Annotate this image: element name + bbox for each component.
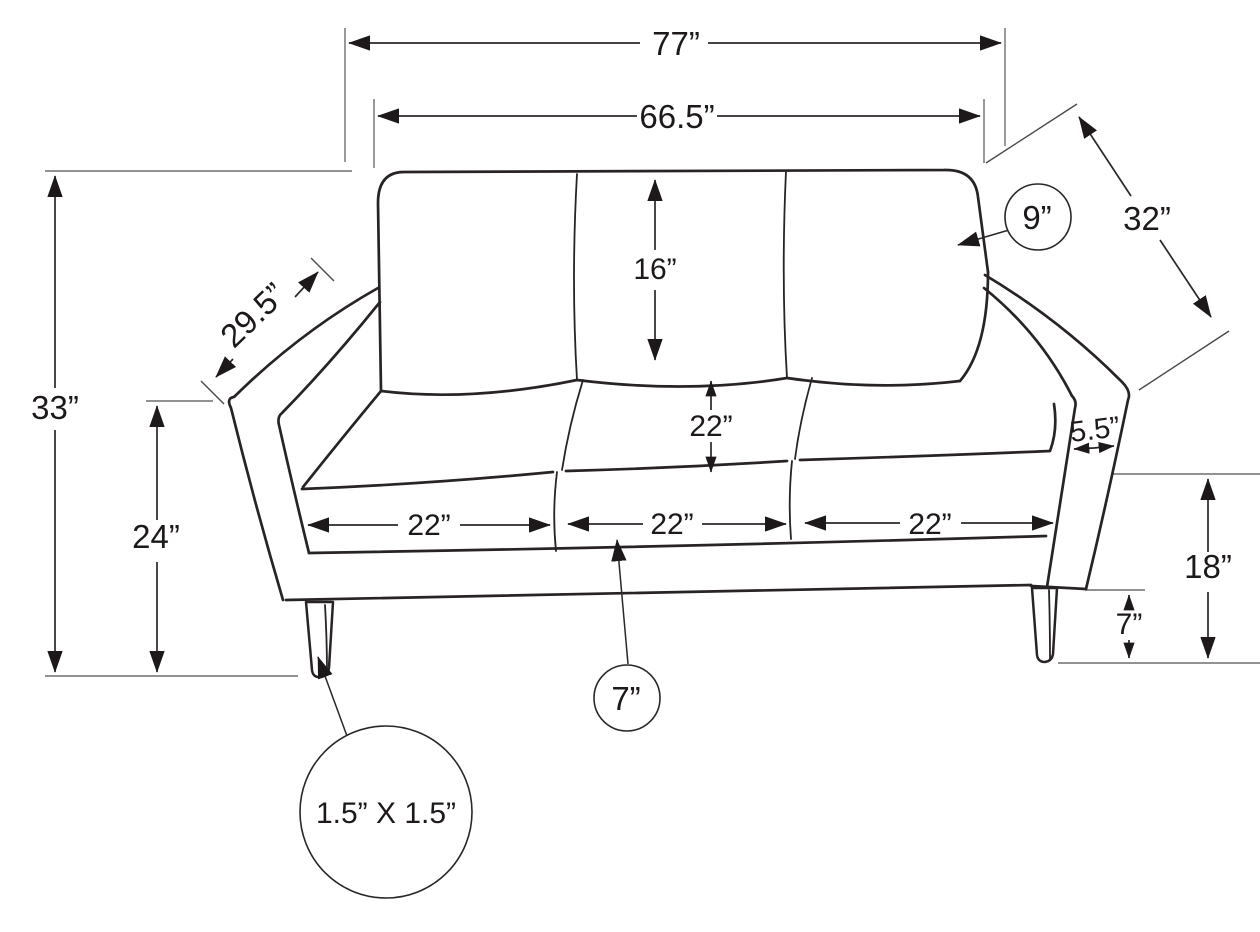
dim-line: [1073, 442, 1095, 454]
tick-arm-length-lower: [200, 380, 225, 405]
seat-cushion-middle-front-edge: [564, 459, 789, 473]
leader-line: [957, 229, 1010, 247]
callout-seat-front-rail: 7”: [593, 539, 661, 732]
leader-line: [611, 539, 629, 665]
dimension-arm-thickness: 5.5”: [1068, 411, 1122, 454]
callout-circle: [1004, 183, 1072, 251]
dim-line: [294, 271, 319, 298]
seat-cushion-right-front-edge: [798, 402, 1057, 462]
seat-width-center-label: 22”: [650, 508, 693, 541]
left-arm-outer-edge: [227, 286, 380, 602]
cushion-gap-seam-right-top: [794, 377, 813, 460]
seat-cushion-left-front-edge: [300, 470, 555, 491]
arm-thickness-label: 5.5”: [1068, 411, 1122, 449]
left-arm-inner-edge: [277, 300, 382, 555]
callout-circle: [299, 725, 473, 899]
back-cushion-seam-left: [573, 173, 578, 381]
seat-height-label: 18”: [1184, 548, 1232, 585]
leader-line: [317, 656, 348, 737]
dimension-arm-height: 24”: [132, 405, 180, 673]
dim-line: [1093, 441, 1115, 454]
dimension-overall-height: 33”: [31, 175, 79, 673]
dimension-arm-length: 29.5”: [213, 271, 319, 378]
sofa-back-bottom-seam: [379, 376, 962, 397]
dimension-seat-width-left: 22”: [307, 509, 551, 542]
seat-width-right-label: 22”: [908, 508, 951, 541]
dimension-seat-width-center: 22”: [567, 508, 787, 541]
overall-height-label: 33”: [31, 389, 79, 426]
right-arm-bottom-edge: [1029, 584, 1088, 591]
seat-depth-label: 22”: [689, 410, 732, 443]
callout-leg-cross-section: 1.5” X 1.5”: [299, 656, 473, 899]
sofa-drawing: [227, 168, 1131, 679]
back-cushion-seam-right: [782, 170, 788, 379]
backrest-height-label: 16”: [633, 253, 676, 286]
seat-rail-seam: [307, 534, 1048, 555]
dimension-leg-height: 7”: [1116, 594, 1143, 659]
dimension-backrest-height: 16”: [633, 179, 677, 361]
leg-height-label: 7”: [1116, 608, 1143, 641]
tick-back-diagonal-upper: [985, 103, 1078, 164]
dimension-seat-width-right: 22”: [804, 508, 1054, 541]
back-diagonal-label: 32”: [1123, 200, 1171, 237]
arm-height-label: 24”: [132, 518, 180, 555]
dimension-back-diagonal: 32”: [1078, 116, 1212, 318]
right-arm-outer-edge: [983, 273, 1131, 591]
dim-line: [215, 356, 237, 378]
front-left-leg: [304, 600, 335, 679]
cushion-gap-seam-left-front: [553, 471, 558, 552]
arm-length-label: 29.5”: [213, 275, 293, 354]
extension-lines: [45, 28, 1260, 677]
right-arm-inner-edge: [982, 286, 1077, 589]
dim-line: [1159, 239, 1212, 318]
back-right-lower-edge: [958, 270, 990, 383]
back-cushion-thickness-label: 9”: [1022, 199, 1051, 236]
callout-circle: [593, 664, 661, 732]
sofa-back-outline: [376, 168, 990, 393]
seat-cushion-left-arm-crease: [301, 389, 383, 489]
dim-line: [1078, 116, 1132, 197]
seat-front-rail-label: 7”: [611, 680, 640, 717]
base-bottom-edge: [284, 583, 1033, 602]
overall-width-label: 77”: [652, 25, 700, 62]
cushion-gap-seam-right-front: [788, 460, 793, 540]
seat-width-left-label: 22”: [407, 509, 450, 542]
callout-back-cushion-thickness: 9”: [957, 183, 1072, 251]
tick-arm-length-upper: [310, 257, 335, 282]
front-right-leg-seam: [1048, 589, 1051, 661]
dimension-overall-width: 77”: [348, 25, 1002, 62]
cushion-gap-seam-left-top: [561, 379, 584, 471]
dimension-seat-height: 18”: [1184, 478, 1232, 659]
tick-back-diagonal-lower: [1138, 330, 1230, 391]
front-right-leg: [1030, 586, 1059, 664]
dimension-back-width: 66.5”: [377, 98, 981, 135]
dimension-seat-depth: 22”: [689, 380, 733, 473]
back-width-label: 66.5”: [639, 98, 714, 135]
leg-cross-section-label: 1.5” X 1.5”: [316, 797, 456, 830]
